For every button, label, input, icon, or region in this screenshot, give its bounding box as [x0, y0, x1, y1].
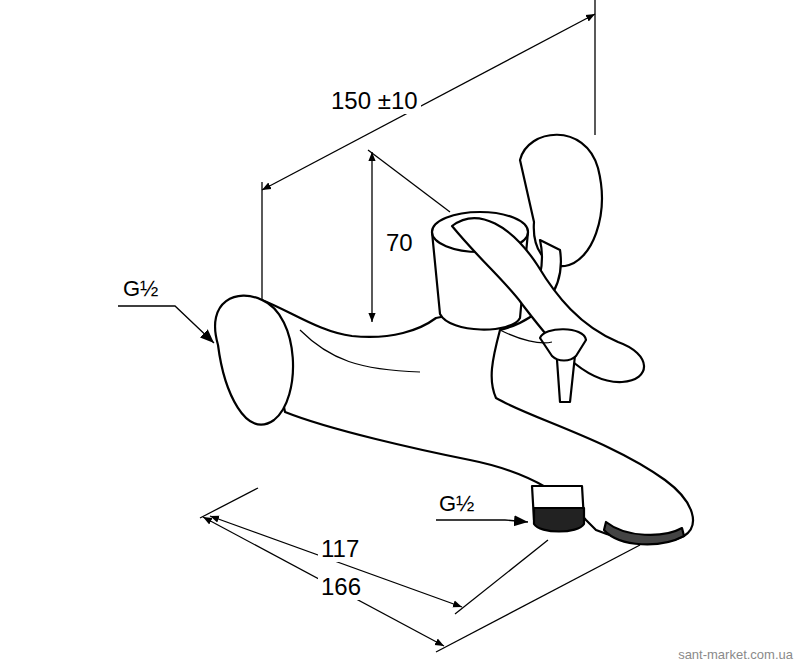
watermark: sant-market.com.ua: [675, 648, 796, 662]
faucet-body: [215, 135, 693, 545]
body-contours: [300, 330, 552, 372]
thread-label: G½: [436, 492, 477, 516]
dimension-label: 166: [318, 574, 364, 600]
dimension-label: 117: [318, 536, 362, 562]
dimension-label: 150 ±10: [328, 88, 421, 114]
thread-label: G½: [120, 277, 161, 301]
dimension-label: 70: [383, 230, 416, 256]
